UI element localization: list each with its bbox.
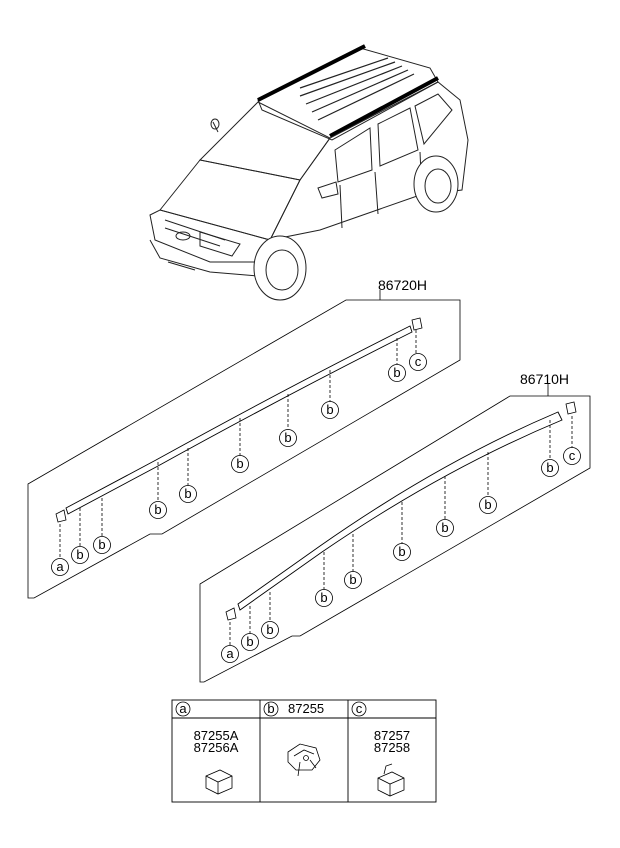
part-number-a1: 87255A xyxy=(194,728,239,743)
assembly-frame xyxy=(27,299,461,599)
callout-b: b xyxy=(154,502,161,517)
end-cap-front xyxy=(225,607,237,621)
callout-b: b xyxy=(266,622,273,637)
part-number-a2: 87256A xyxy=(194,740,239,755)
callout-b: b xyxy=(184,486,191,501)
part-number-c2: 87258 xyxy=(374,740,410,755)
callout-a: a xyxy=(226,646,234,661)
clip-a-drawing xyxy=(205,769,233,795)
table-key-c: c xyxy=(356,701,363,716)
legend-table: a b c 87255 87255A 87256A 87257 87258 xyxy=(171,699,437,803)
callout-a: a xyxy=(56,559,64,574)
callout-c: c xyxy=(569,448,576,463)
assembly-frame xyxy=(199,395,591,683)
roof-rail xyxy=(237,411,563,611)
callout-b: b xyxy=(76,547,83,562)
callout-b: b xyxy=(349,572,356,587)
callout-b: b xyxy=(398,544,405,559)
assembly-86720h: 86720H xyxy=(27,277,461,599)
callout-b: b xyxy=(320,590,327,605)
part-number-c1: 87257 xyxy=(374,728,410,743)
callout-b: b xyxy=(546,460,553,475)
callout-b: b xyxy=(98,537,105,552)
table-header-part-b: 87255 xyxy=(288,701,324,716)
callout-c: c xyxy=(415,354,422,369)
vehicle-illustration xyxy=(149,44,469,301)
part-number-label: 86710H xyxy=(520,371,569,387)
end-cap-front xyxy=(55,509,67,523)
end-cap-rear xyxy=(411,317,423,331)
roof-rail xyxy=(65,325,413,515)
callout-b: b xyxy=(236,456,243,471)
callout-b: b xyxy=(326,402,333,417)
part-number-label: 86720H xyxy=(378,277,427,293)
table-key-a: a xyxy=(179,701,187,716)
clip-b-drawing xyxy=(287,743,321,777)
callout-b: b xyxy=(284,430,291,445)
clip-c-drawing xyxy=(377,763,405,797)
callout-b: b xyxy=(441,520,448,535)
callout-b: b xyxy=(484,497,491,512)
table-key-b: b xyxy=(267,701,274,716)
assembly-86710h: 86710H xyxy=(199,371,591,683)
end-cap-rear xyxy=(565,401,577,415)
callout-b: b xyxy=(393,365,400,380)
callout-b: b xyxy=(246,634,253,649)
